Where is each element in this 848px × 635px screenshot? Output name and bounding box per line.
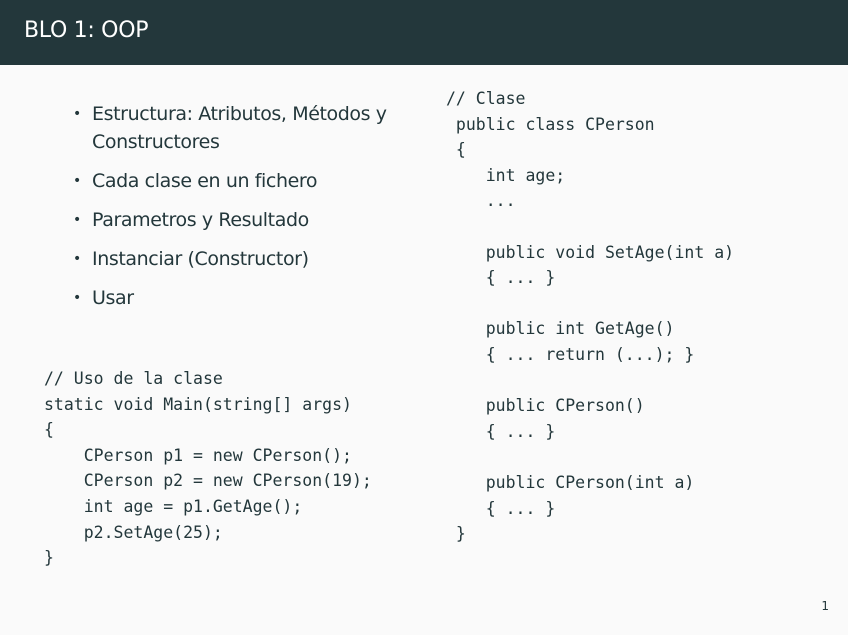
code-block-class: // Clase public class CPerson { int age;… (446, 89, 735, 544)
bullet-marker: • (73, 173, 81, 189)
bullet-marker: • (73, 251, 81, 267)
bullet-text: Parametros y Resultado (92, 209, 309, 231)
bullet-item: • Usar (72, 284, 412, 312)
bullet-text: Instanciar (Constructor) (92, 248, 309, 270)
bullet-text: Cada clase en un fichero (92, 170, 318, 192)
bullet-list: • Estructura: Atributos, Métodos y Const… (72, 100, 412, 323)
bullet-text: Usar (92, 287, 134, 309)
bullet-marker: • (73, 106, 81, 122)
bullet-item: • Estructura: Atributos, Métodos y Const… (72, 100, 412, 156)
slide-header: BLO 1: OOP (0, 0, 848, 65)
bullet-text: Estructura: Atributos, Métodos y Constru… (92, 103, 387, 153)
code-block-usage: // Uso de la clase static void Main(stri… (44, 369, 372, 568)
bullet-item: • Parametros y Resultado (72, 206, 412, 234)
slide-title: BLO 1: OOP (24, 18, 149, 43)
bullet-marker: • (73, 212, 81, 228)
bullet-marker: • (73, 290, 81, 306)
bullet-item: • Cada clase en un fichero (72, 167, 412, 195)
page-number: 1 (821, 599, 829, 613)
bullet-item: • Instanciar (Constructor) (72, 245, 412, 273)
